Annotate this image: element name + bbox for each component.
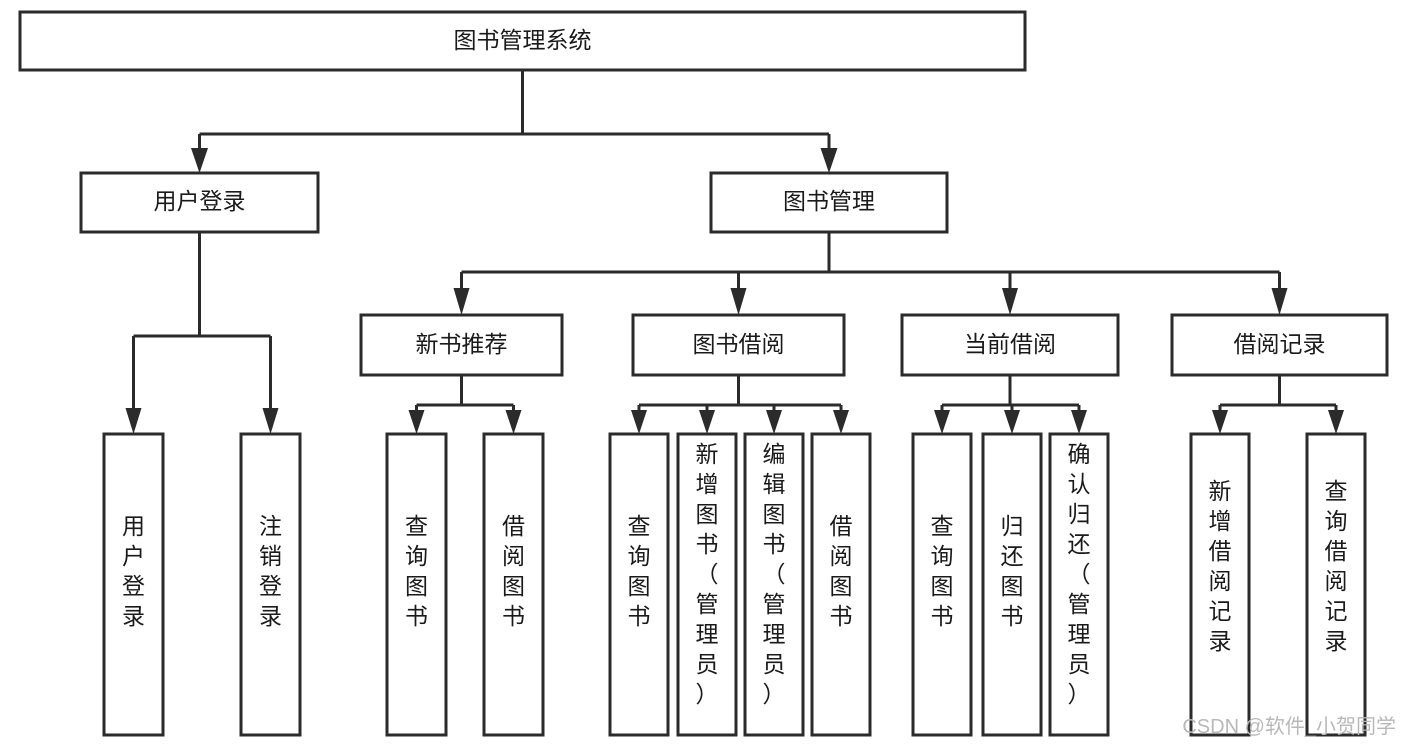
arrow-head-new-book-recommend: [453, 288, 470, 315]
arrow-head-leaf-borrow-book-1: [505, 410, 522, 434]
node-leaf-confirm-return[interactable]: 确认归还（管理员）: [1048, 432, 1110, 737]
node-leaf-user-logout-label: 注销登录: [259, 513, 282, 629]
node-leaf-query-book-2[interactable]: 查询图书: [608, 432, 670, 737]
arrow-head-current-borrow: [1002, 288, 1018, 315]
node-book-borrow-label: 图书借阅: [693, 331, 785, 357]
node-current-borrow[interactable]: 当前借阅: [900, 313, 1120, 377]
node-leaf-user-login-label: 用户登录: [122, 513, 145, 629]
node-leaf-query-book-1-label: 查询图书: [405, 513, 428, 629]
arrow-head-leaf-query-record: [1328, 410, 1344, 434]
node-user-login[interactable]: 用户登录: [79, 171, 320, 234]
node-leaf-edit-book-box[interactable]: [743, 432, 805, 737]
arrow-head-leaf-add-record: [1212, 410, 1228, 434]
node-book-manage-box[interactable]: [709, 171, 949, 234]
node-leaf-query-book-3[interactable]: 查询图书: [911, 432, 973, 737]
watermark-label: CSDN @软件_小贺同学: [1182, 715, 1396, 738]
arrow-head-leaf-edit-book: [766, 410, 782, 434]
node-root-label: 图书管理系统: [454, 27, 592, 53]
node-leaf-return-book-box[interactable]: [981, 432, 1043, 737]
node-book-manage[interactable]: 图书管理: [709, 171, 949, 234]
node-leaf-add-record-label: 新增借阅记录: [1209, 478, 1232, 654]
node-book-borrow[interactable]: 图书借阅: [631, 313, 846, 377]
node-new-book-recommend-box[interactable]: [359, 313, 564, 377]
arrow-head-leaf-confirm-return: [1071, 410, 1087, 434]
node-leaf-add-record-box[interactable]: [1189, 432, 1251, 737]
leaf-nodes-layer: 用户登录 注销登录 查询图书 借阅图书 查询图书 新增图书（管理员）: [102, 432, 1367, 737]
node-borrow-record-box[interactable]: [1170, 313, 1389, 377]
node-leaf-add-record[interactable]: 新增借阅记录: [1189, 432, 1251, 737]
node-leaf-user-login-box[interactable]: [102, 432, 165, 737]
node-leaf-query-record[interactable]: 查询借阅记录: [1305, 432, 1367, 737]
arrow-head-leaf-add-book: [699, 410, 715, 434]
node-root[interactable]: 图书管理系统: [18, 10, 1027, 72]
arrow-head-leaf-query-book-1: [408, 410, 425, 434]
node-leaf-add-book[interactable]: 新增图书（管理员）: [676, 432, 738, 737]
node-borrow-record-label: 借阅记录: [1234, 331, 1326, 357]
node-leaf-query-book-1-box[interactable]: [385, 432, 448, 737]
node-leaf-borrow-book-1[interactable]: 借阅图书: [482, 432, 545, 737]
node-leaf-query-record-box[interactable]: [1305, 432, 1367, 737]
node-leaf-query-book-2-box[interactable]: [608, 432, 670, 737]
node-user-login-box[interactable]: [79, 171, 320, 234]
node-leaf-query-book-3-box[interactable]: [911, 432, 973, 737]
node-book-manage-label: 图书管理: [783, 188, 875, 214]
node-root-box[interactable]: [18, 10, 1027, 72]
node-leaf-borrow-book-1-box[interactable]: [482, 432, 545, 737]
node-user-login-label: 用户登录: [154, 188, 246, 214]
node-leaf-user-login[interactable]: 用户登录: [102, 432, 165, 737]
node-current-borrow-label: 当前借阅: [964, 331, 1056, 357]
node-current-borrow-box[interactable]: [900, 313, 1120, 377]
node-leaf-edit-book[interactable]: 编辑图书（管理员）: [743, 432, 805, 737]
arrow-head-book-borrow: [730, 288, 747, 315]
node-leaf-return-book[interactable]: 归还图书: [981, 432, 1043, 737]
node-leaf-confirm-return-box[interactable]: [1048, 432, 1110, 737]
node-leaf-confirm-return-label: 确认归还（管理员）: [1068, 441, 1091, 707]
node-leaf-borrow-book-2[interactable]: 借阅图书: [810, 432, 872, 737]
arrow-head-user-login: [191, 148, 208, 173]
node-leaf-user-logout[interactable]: 注销登录: [239, 432, 302, 737]
node-book-borrow-box[interactable]: [631, 313, 846, 377]
node-new-book-recommend[interactable]: 新书推荐: [359, 313, 564, 377]
arrow-head-leaf-query-book-2: [631, 410, 647, 434]
node-leaf-query-record-label: 查询借阅记录: [1325, 478, 1348, 654]
node-new-book-recommend-label: 新书推荐: [416, 331, 508, 357]
arrow-head-leaf-user-login: [125, 408, 142, 434]
node-leaf-borrow-book-1-label: 借阅图书: [502, 513, 525, 629]
arrow-head-borrow-record: [1271, 288, 1288, 315]
arrow-head-book-manage: [820, 148, 838, 173]
arrow-head-leaf-borrow-book-2: [833, 410, 849, 434]
node-leaf-query-book-2-label: 查询图书: [628, 513, 651, 629]
node-leaf-borrow-book-2-box[interactable]: [810, 432, 872, 737]
node-leaf-edit-book-label: 编辑图书（管理员）: [763, 441, 786, 707]
arrow-head-leaf-user-logout: [262, 408, 279, 434]
node-leaf-return-book-label: 归还图书: [1001, 513, 1024, 629]
arrow-head-leaf-return-book: [1004, 410, 1020, 434]
node-leaf-user-logout-box[interactable]: [239, 432, 302, 737]
connectors-layer: [125, 70, 1344, 434]
node-borrow-record[interactable]: 借阅记录: [1170, 313, 1389, 377]
node-leaf-borrow-book-2-label: 借阅图书: [830, 513, 853, 629]
node-leaf-add-book-label: 新增图书（管理员）: [696, 441, 719, 707]
node-leaf-add-book-box[interactable]: [676, 432, 738, 737]
node-leaf-query-book-1[interactable]: 查询图书: [385, 432, 448, 737]
node-leaf-query-book-3-label: 查询图书: [931, 513, 954, 629]
arrow-head-leaf-query-book-3: [934, 410, 950, 434]
